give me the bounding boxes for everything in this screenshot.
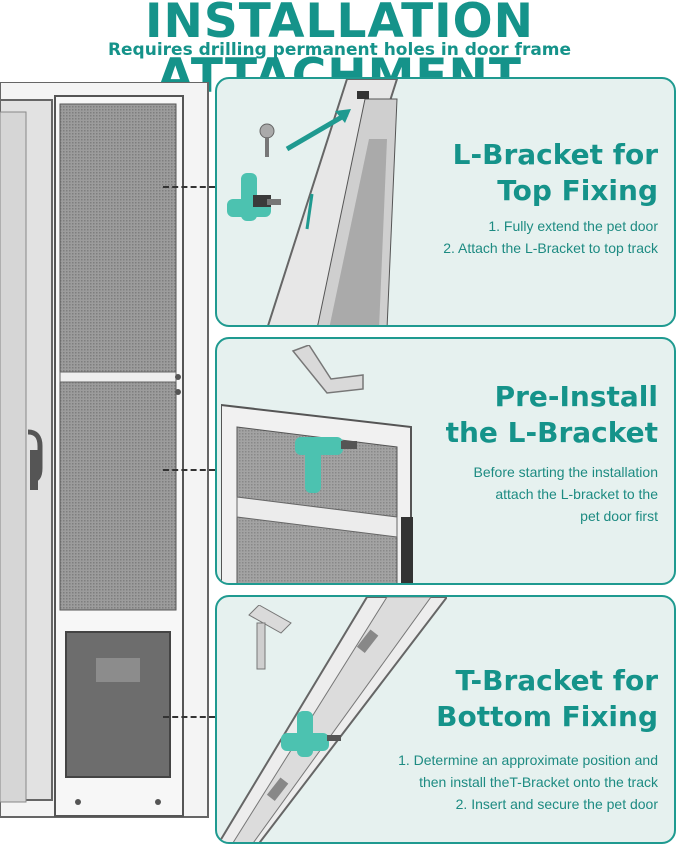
screw-icon — [259, 123, 275, 157]
step3-title-line2: Bottom Fixing — [436, 700, 658, 733]
bottom-track-illustration — [218, 597, 447, 842]
step2-title-line1: Pre-Install — [494, 380, 658, 413]
pet-door-top-illustration — [221, 403, 413, 583]
drill-icon — [227, 173, 281, 221]
drill-icon — [295, 437, 357, 493]
connector-line-1 — [163, 186, 215, 188]
step3-desc-line2: then install theT-Bracket onto the track — [419, 774, 658, 790]
step1-title-line1: L-Bracket for — [452, 138, 658, 171]
l-bracket-icon — [291, 345, 364, 394]
step2-desc-line2: attach the L-bracket to the — [495, 486, 658, 502]
connector-line-3 — [163, 716, 215, 718]
sliding-door-illustration — [0, 82, 209, 818]
step-panel-pre-install: Pre-Install the L-Bracket Before startin… — [215, 337, 676, 585]
step3-desc-line1: 1. Determine an approximate position and — [398, 752, 658, 768]
page-title: INSTALLATION ATTACHMENT — [145, 0, 534, 104]
step1-title-line2: Top Fixing — [497, 174, 658, 207]
top-track-illustration — [267, 79, 399, 325]
step2-desc-line1: Before starting the installation — [473, 464, 658, 480]
step2-desc-line3: pet door first — [580, 508, 658, 524]
drill-icon — [281, 711, 341, 757]
t-bracket-icon — [248, 605, 292, 670]
page-subtitle: Requires drilling permanent holes in doo… — [107, 40, 572, 60]
connector-line-2 — [163, 469, 215, 471]
step-panel-bottom-fixing: T-Bracket for Bottom Fixing 1. Determine… — [215, 595, 676, 844]
step1-desc-line1: 1. Fully extend the pet door — [488, 218, 658, 234]
step3-desc-line3: 2. Insert and secure the pet door — [455, 796, 658, 812]
step1-desc-line2: 2. Attach the L-Bracket to top track — [443, 240, 658, 256]
step2-title-line2: the L-Bracket — [445, 416, 658, 449]
step-panel-top-fixing: L-Bracket for Top Fixing 1. Fully extend… — [215, 77, 676, 327]
step3-title-line1: T-Bracket for — [455, 664, 658, 697]
